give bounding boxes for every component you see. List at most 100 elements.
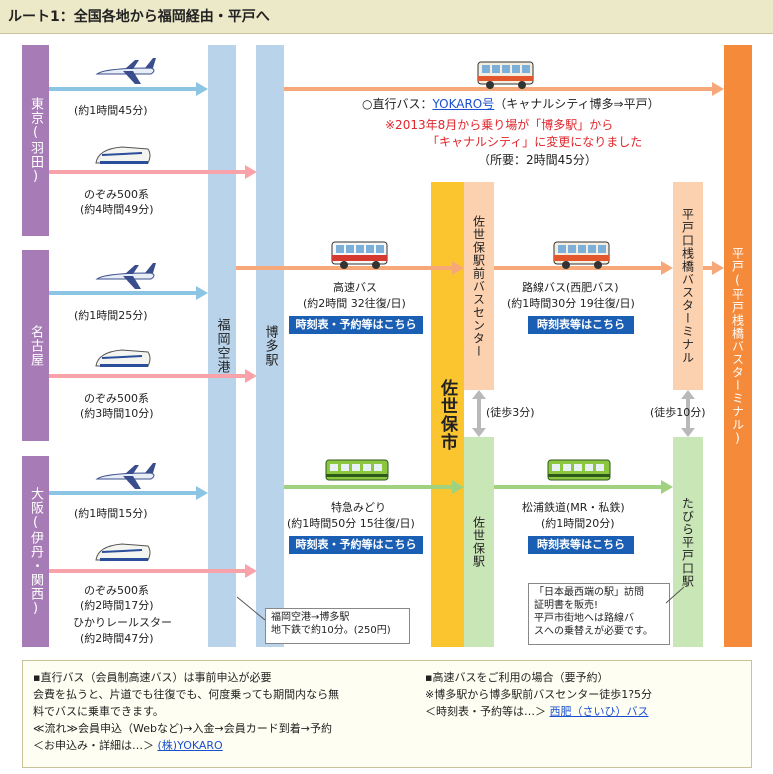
station-note-line-4: スへの乗替えが必要です。 [534, 626, 653, 637]
highway-bus-name: 高速バス [333, 281, 377, 294]
midori-timetable-button[interactable]: 時刻表・予約等はこちら [289, 536, 423, 554]
nagoya-train-arrow [245, 369, 257, 383]
osaka-train-time: (約2時間17分) [80, 599, 154, 612]
info-left-prefix: ＜お申込み・詳細は…＞ [33, 739, 154, 752]
tokyo-air-arrow [196, 82, 208, 96]
midori-line [284, 485, 452, 489]
yokaro-company-link[interactable]: (株)YOKARO [157, 739, 223, 752]
midori-arrow [452, 480, 464, 494]
yokaro-link[interactable]: YOKARO号 [432, 97, 495, 111]
osaka-train-arrow [245, 564, 257, 578]
station-note: 「日本最西端の駅」訪問 証明書を販売! 平戸市街地へは路線バ スへの乗替えが必要… [528, 583, 670, 645]
airport-note-line-1: 福岡空港→博多駅 [271, 612, 350, 623]
bus-icon [553, 241, 610, 269]
route-bus-line [494, 266, 662, 270]
tokyo-train-arrow [245, 165, 257, 179]
saihi-bus-link[interactable]: 西肥（さいひ）バス [549, 705, 649, 718]
direct-bus-notice-2: 「キャナルシティ」に変更になりました [427, 135, 643, 149]
route-bus-arrow [661, 261, 673, 275]
sasebo-bus-center-column: 佐世保駅前バスセンター [464, 182, 494, 390]
pointer-line [236, 596, 266, 621]
station-note-line-3: 平戸市街地へは路線バ [534, 613, 634, 624]
highway-bus-timetable-button[interactable]: 時刻表・予約等はこちら [289, 316, 423, 334]
shinkansen-icon [95, 146, 151, 164]
bus-icon [477, 61, 534, 89]
walk-sasebo-label: (徒歩3分) [486, 406, 535, 419]
info-right-line-3: ＜時刻表・予約等は…＞ 西肥（さいひ）バス [425, 703, 649, 720]
hakata-station-column: 博多駅 [256, 45, 284, 647]
osaka-train2-time: (約2時間47分) [80, 632, 154, 645]
direct-bus-prefix: ○直行バス： [362, 97, 433, 111]
osaka-train-name: のぞみ500系 [84, 584, 149, 597]
midori-name: 特急みどり [331, 501, 386, 514]
matsuura-arrow [661, 480, 673, 494]
info-box [22, 660, 752, 768]
direct-bus-arrow [712, 82, 724, 96]
tokyo-train-name: のぞみ500系 [84, 188, 149, 201]
train-icon [547, 459, 611, 481]
info-left-line-5: ＜お申込み・詳細は…＞ (株)YOKARO [33, 737, 223, 754]
bus-icon [331, 241, 388, 269]
station-note-line-1: 「日本最西端の駅」訪問 [534, 587, 644, 598]
osaka-train-line [49, 569, 245, 573]
direct-bus-title: ○直行バス：YOKARO号（キャナルシティ博多⇒平戸） [362, 97, 660, 112]
pointer-line [665, 586, 685, 604]
tabira-station-column: たびら平戸口駅 [673, 437, 703, 647]
osaka-air-time: (約1時間15分) [74, 507, 148, 520]
fukuoka-airport-column: 福岡空港 [208, 45, 236, 647]
station-note-line-2: 証明書を販売! [534, 600, 599, 611]
page-title: ルート1：全国各地から福岡経由・平戸へ [0, 0, 773, 34]
airplane-icon [95, 263, 156, 289]
matsuura-name: 松浦鉄道(MR・私鉄) [522, 501, 625, 514]
direct-bus-line [284, 87, 712, 91]
nagoya-air-line [49, 291, 196, 295]
direct-bus-duration: （所要：2時間45分） [478, 153, 597, 167]
matsuura-timetable-button[interactable]: 時刻表等はこちら [528, 536, 634, 554]
info-left-line-4: ≪流れ≫会員申込（Webなど)→入金→会員カード到着→予約 [33, 722, 332, 735]
direct-bus-notice-1: ※2013年8月から乗り場が「博多駅」から [385, 118, 614, 132]
airport-hakata-connector [236, 266, 256, 270]
route-bus-line-2 [703, 266, 712, 270]
midori-info: (約1時間50分 15往復/日) [287, 517, 415, 530]
matsuura-line [494, 485, 662, 489]
city-tokyo: 東京(羽田) [22, 45, 49, 236]
walk-arrow-sasebo [472, 390, 486, 437]
nagoya-train-time: (約3時間10分) [80, 407, 154, 420]
hirado-bus-terminal-column: 平戸口桟橋バスターミナル [673, 182, 703, 390]
osaka-air-line [49, 491, 196, 495]
nagoya-train-line [49, 374, 245, 378]
info-left-line-3: 料でバスに乗車できます。 [33, 705, 164, 718]
airplane-icon [95, 463, 156, 489]
info-left-line-2: 会費を払うと、片道でも往復でも、何度乗っても期間内なら無 [33, 688, 340, 701]
route-bus-name: 路線バス(西肥バス) [522, 281, 619, 294]
train-icon [325, 459, 389, 481]
route-bus-arrow-2 [712, 261, 724, 275]
airport-note: 福岡空港→博多駅 地下鉄で約10分。(250円) [265, 608, 410, 644]
route-bus-timetable-button[interactable]: 時刻表等はこちら [528, 316, 634, 334]
sasebo-station-column: 佐世保駅 [464, 437, 494, 647]
info-right-line-1: ▪高速バスをご利用の場合（要予約） [425, 671, 609, 684]
hirado-column: 平戸(平戸桟橋バスターミナル) [724, 45, 752, 647]
info-right-line-2: ※博多駅から博多駅前バスセンター徒歩1?5分 [425, 688, 653, 701]
nagoya-air-arrow [196, 286, 208, 300]
info-right-prefix: ＜時刻表・予約等は…＞ [425, 705, 546, 718]
highway-bus-info: (約2時間 32往復/日) [303, 297, 406, 310]
nagoya-train-name: のぞみ500系 [84, 392, 149, 405]
matsuura-info: (約1時間20分) [541, 517, 615, 530]
tokyo-train-time: (約4時間49分) [80, 203, 154, 216]
tokyo-air-line [49, 87, 196, 91]
shinkansen-icon [95, 349, 151, 367]
city-nagoya: 名古屋 [22, 250, 49, 441]
highway-bus-arrow [452, 261, 464, 275]
nagoya-air-time: (約1時間25分) [74, 309, 148, 322]
osaka-air-arrow [196, 486, 208, 500]
walk-hirado-label: (徒歩10分) [650, 406, 706, 419]
tokyo-train-line [49, 170, 245, 174]
airplane-icon [95, 58, 156, 84]
tokyo-air-time: (約1時間45分) [74, 104, 148, 117]
info-left-line-1: ▪直行バス（会員制高速バス）は事前申込が必要 [33, 671, 272, 684]
airport-note-line-2: 地下鉄で約10分。(250円) [271, 625, 391, 636]
osaka-train2-name: ひかりレールスター [73, 616, 172, 629]
sasebo-city-column: 佐世保市 [431, 182, 464, 647]
shinkansen-icon [95, 543, 151, 561]
